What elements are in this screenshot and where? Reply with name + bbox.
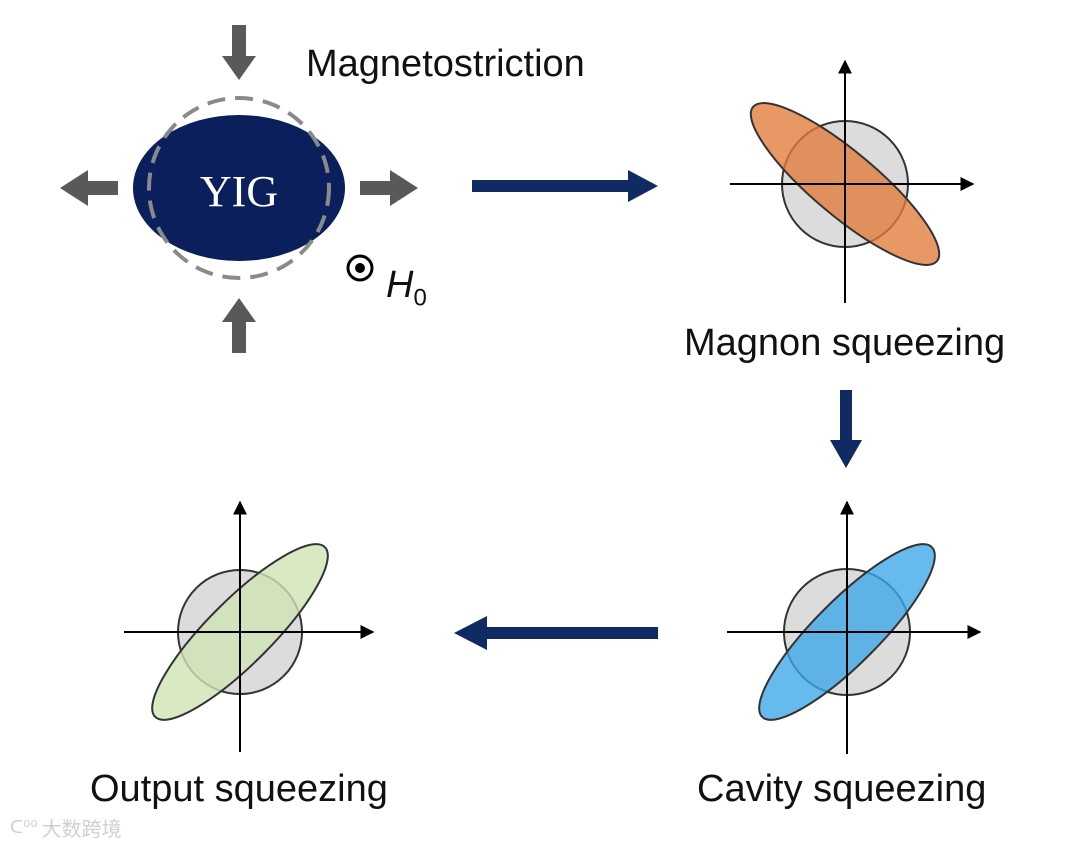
field-subscript: 0 [413,284,427,312]
yig-ellipse [133,115,345,261]
output-plot [124,500,375,752]
force-arrow-top [222,25,256,80]
force-arrow-left [60,170,118,206]
watermark-logo: ᑕ⁰⁰ [10,817,38,837]
force-arrow-right [360,170,418,206]
field-symbol: H [386,264,414,306]
cavity-plot [727,500,982,754]
magnon-plot [730,59,975,303]
watermark-text: 大数跨境 [41,819,122,841]
flow-arrow-left [454,616,658,650]
yig-dashed-outline [147,96,331,280]
output-squeezing-label: Output squeezing [90,768,388,810]
force-arrows [60,25,418,353]
flow-arrows [454,170,862,650]
yig-label: YIG [200,167,278,216]
magnon-squeezing-label: Magnon squeezing [684,322,1006,364]
watermark: ᑕ⁰⁰ 大数跨境 [10,813,122,842]
flow-arrow-down [830,390,862,468]
flow-arrow-right [472,170,658,202]
magnetostriction-label: Magnetostriction [306,43,585,85]
field-label: H0 [386,264,427,313]
force-arrow-bottom [222,298,256,353]
cavity-squeezing-label: Cavity squeezing [697,768,987,810]
